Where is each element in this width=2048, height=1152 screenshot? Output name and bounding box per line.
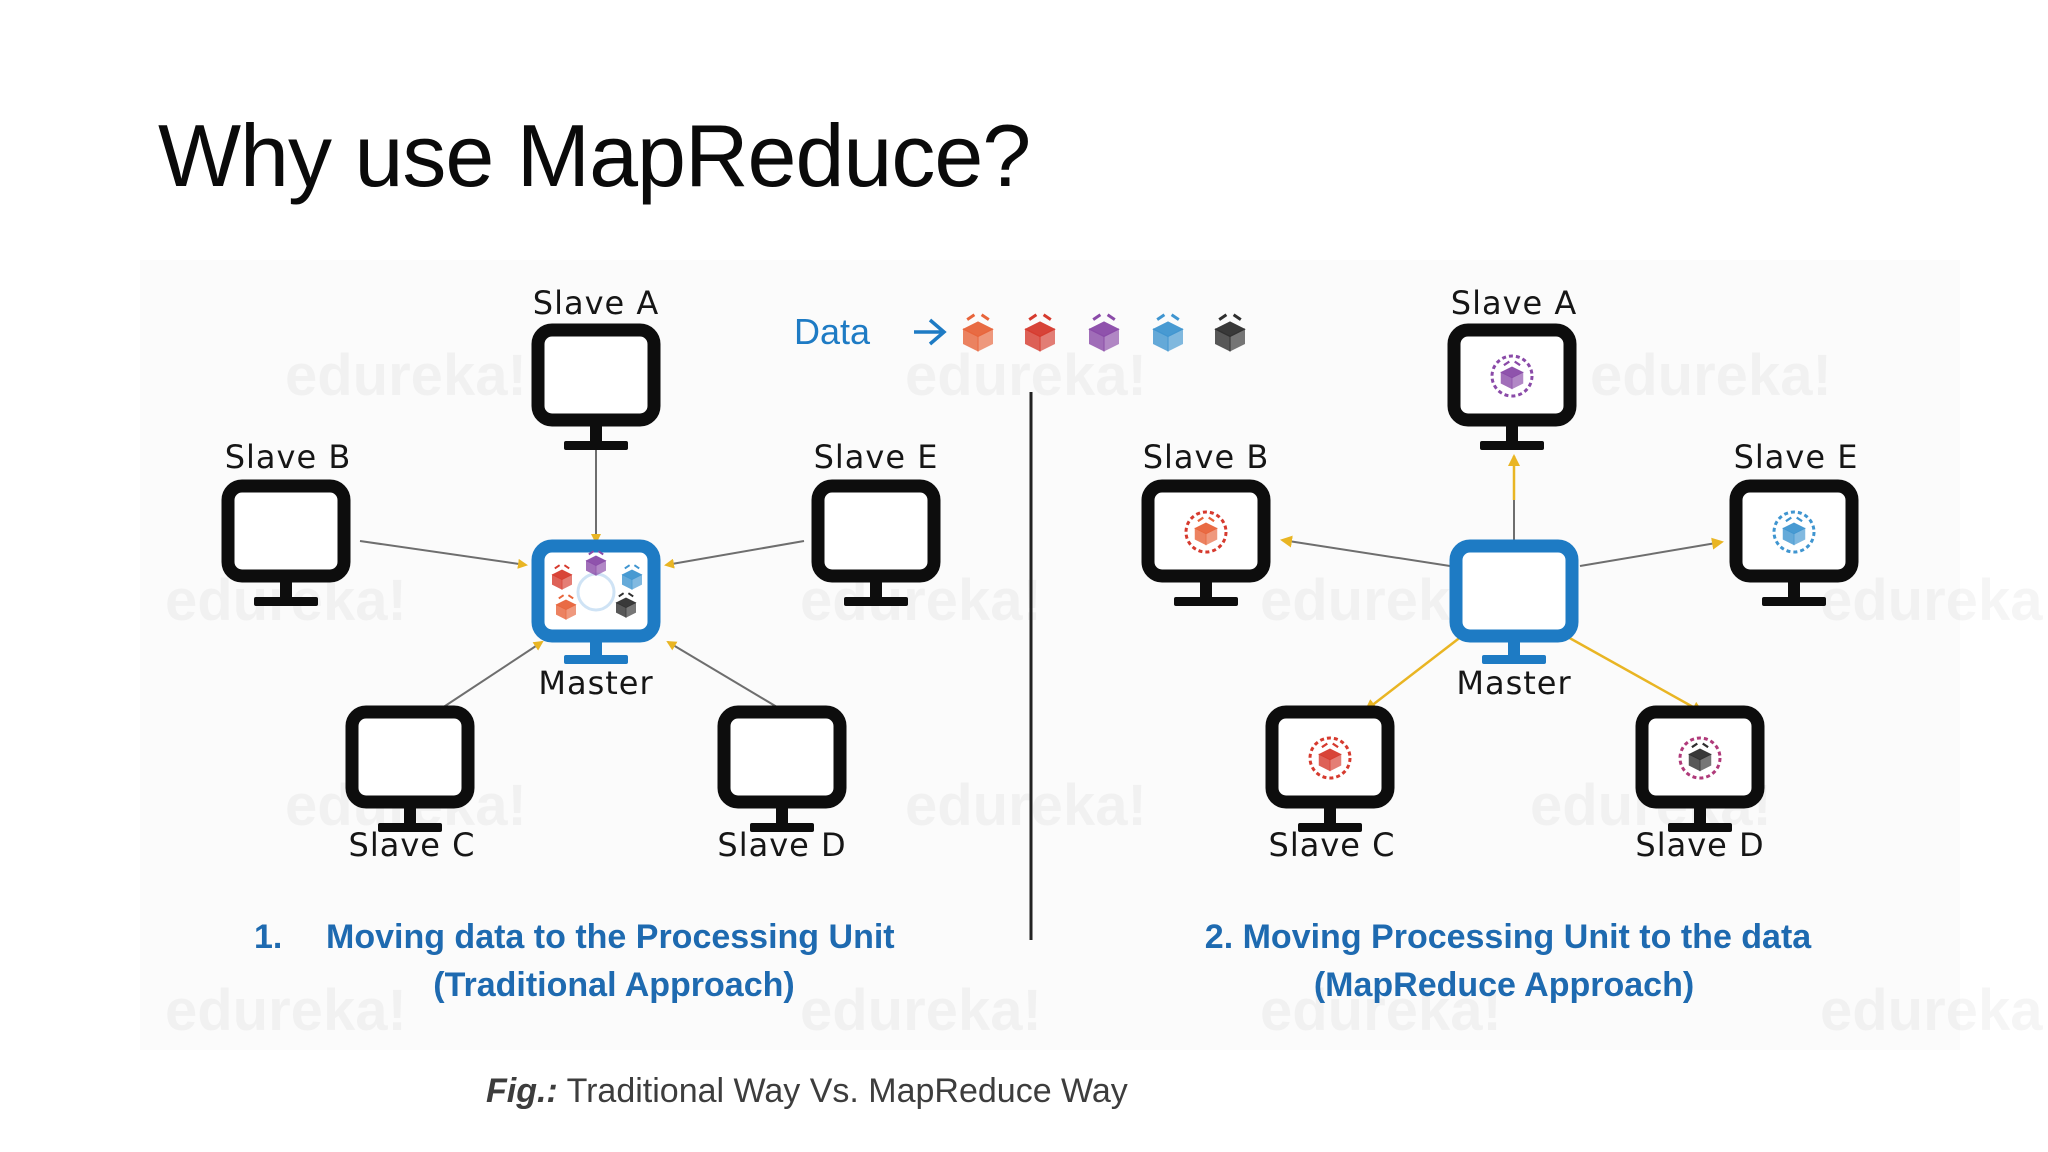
connector-master-b [1280, 535, 1451, 567]
right-caption-line1: 2. Moving Processing Unit to the data [1205, 918, 1812, 956]
slave-b-label: Slave B [225, 438, 352, 476]
connector-d-master [666, 640, 783, 711]
data-label: Data [794, 311, 871, 352]
connector-b-master [359, 540, 528, 569]
slave-d-monitor-icon [1642, 712, 1758, 832]
slide-title: Why use MapReduce? [158, 106, 1031, 205]
slave-c-label: Slave C [1269, 826, 1396, 864]
watermark-text: edureka! [1590, 343, 1832, 408]
slave-c-label: Slave C [349, 826, 476, 864]
traditional-diagram: Slave A Slave B Slave E Master Slave C S… [225, 284, 939, 1004]
slave-c-monitor-icon [1272, 712, 1388, 832]
slave-b-label: Slave B [1143, 438, 1270, 476]
watermark-text: edureka! [800, 978, 1042, 1043]
slave-a-monitor-icon [1454, 330, 1570, 450]
slave-b-monitor-icon [1148, 486, 1264, 606]
connector-master-e [1579, 537, 1724, 567]
left-caption-line1: Moving data to the Processing Unit [326, 918, 895, 956]
left-caption-number: 1. [254, 918, 282, 956]
slave-a-label: Slave A [1451, 284, 1578, 322]
figure-caption-prefix: Fig.: [486, 1072, 558, 1110]
figure-panel [140, 260, 1960, 1050]
watermark-text: edureka! [285, 343, 527, 408]
watermark-text: edureka! [905, 343, 1147, 408]
slave-e-label: Slave E [1734, 438, 1859, 476]
figure-caption: Fig.: Traditional Way Vs. MapReduce Way [486, 1072, 1128, 1110]
watermark-text: edureka! [1820, 568, 2048, 633]
connector-e-master [664, 540, 805, 569]
slave-e-monitor-icon [1736, 486, 1852, 606]
connector-master-c [1364, 635, 1463, 712]
connector-master-d [1565, 634, 1704, 714]
master-monitor-icon [531, 539, 661, 664]
watermark-text: edureka! [165, 978, 407, 1043]
right-caption-line2: (MapReduce Approach) [1314, 966, 1694, 1004]
slave-a-label: Slave A [533, 284, 660, 322]
master-label: Master [538, 664, 653, 702]
data-legend: Data [794, 311, 1246, 353]
connector-c-master [441, 640, 544, 709]
arrow-right-icon [914, 318, 947, 346]
slave-d-label: Slave D [717, 826, 846, 864]
watermark-text: edureka! [905, 773, 1147, 838]
mapreduce-diagram: Slave A Slave B Slave E Master Slave C S… [1143, 284, 1859, 1004]
left-caption-line2: (Traditional Approach) [433, 966, 794, 1004]
master-label: Master [1456, 664, 1571, 702]
watermark-text: edureka! [1820, 978, 2048, 1043]
slave-d-label: Slave D [1635, 826, 1764, 864]
figure-caption-text: Traditional Way Vs. MapReduce Way [558, 1072, 1128, 1110]
slave-e-label: Slave E [814, 438, 939, 476]
master-monitor-icon [1449, 539, 1579, 664]
